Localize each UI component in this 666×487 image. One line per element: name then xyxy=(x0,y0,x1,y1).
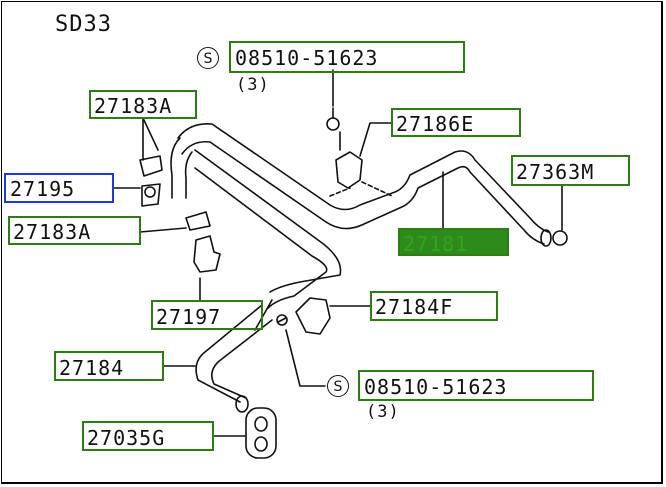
model-code-label: SD33 xyxy=(55,12,112,37)
hose-end-right xyxy=(540,229,552,247)
part-callout-27183A-bottom[interactable]: 27183A xyxy=(8,216,141,245)
heater-hose-upper-a xyxy=(177,122,549,233)
clamp-27363M xyxy=(552,230,568,246)
part-callout-27183A-top[interactable]: 27183A xyxy=(89,90,197,119)
clip-27183A-lower xyxy=(185,211,211,231)
quantity-label: (3) xyxy=(366,402,400,422)
screw-top-head xyxy=(326,117,340,131)
part-number: 27197 xyxy=(156,305,222,329)
hose-27184-a xyxy=(195,304,263,403)
hose-27183A-elbow xyxy=(170,137,181,199)
part-callout-27197[interactable]: 27197 xyxy=(151,300,263,330)
part-number: 27186E xyxy=(396,112,475,136)
heater-hose-lower-a xyxy=(194,149,342,293)
part-callout-27186E[interactable]: 27186E xyxy=(391,108,521,137)
valve-27197 xyxy=(193,235,221,273)
hose-27184-b xyxy=(210,319,273,399)
screw-bottom-head xyxy=(276,314,288,326)
part-callout-27181-highlighted[interactable]: 27181 xyxy=(398,228,509,256)
part-callout-27195[interactable]: 27195 xyxy=(4,173,114,203)
part-callout-27184[interactable]: 27184 xyxy=(54,351,164,381)
bracket-27186E xyxy=(335,131,363,189)
clamp-27184F xyxy=(277,297,331,335)
hose-27183A-elbow-b xyxy=(184,151,193,199)
hose-end-bottom xyxy=(235,395,249,413)
part-callout-27035G[interactable]: 27035G xyxy=(82,421,214,451)
part-number: 27363M xyxy=(516,160,595,184)
part-callout-08510-51623-top[interactable]: 08510-51623 xyxy=(229,41,465,73)
part-number: 27183A xyxy=(94,94,173,118)
part-number: 27183A xyxy=(13,220,92,244)
screw-symbol-icon: S xyxy=(197,47,219,69)
part-number: 08510-51623 xyxy=(364,375,508,399)
part-number: 08510-51623 xyxy=(235,46,379,70)
clip-27195 xyxy=(139,155,163,207)
part-callout-27184F[interactable]: 27184F xyxy=(370,291,498,321)
grommet-27035G xyxy=(245,407,277,459)
screw-symbol-icon: S xyxy=(327,375,349,397)
part-number: 27184 xyxy=(59,356,125,380)
part-number: 27035G xyxy=(87,426,166,450)
heater-hose-upper-b xyxy=(181,140,545,245)
quantity-label: (3) xyxy=(236,75,270,95)
part-callout-27363M[interactable]: 27363M xyxy=(511,155,630,186)
heater-hose-lower-b xyxy=(194,167,328,309)
part-callout-08510-51623-bottom[interactable]: 08510-51623 xyxy=(358,370,594,401)
part-number: 27184F xyxy=(375,295,454,319)
part-number: 27181 xyxy=(403,232,469,256)
part-number: 27195 xyxy=(10,177,76,201)
